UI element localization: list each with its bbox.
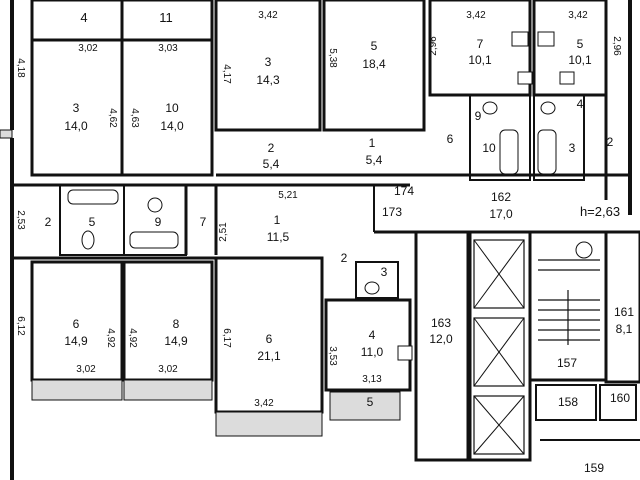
room-area: 17,0 <box>489 207 513 221</box>
room-area: 14,0 <box>64 119 88 133</box>
room-number: 1 <box>274 213 281 227</box>
dimension-label: 4,62 <box>107 108 118 128</box>
dimension-label: 3,42 <box>568 10 588 21</box>
staircase <box>538 259 600 345</box>
dimension-label: 3,53 <box>327 346 338 366</box>
fixtures <box>67 31 593 361</box>
room-number: 10 <box>165 101 179 115</box>
room-area: 5,4 <box>263 157 280 171</box>
room-area: 14,9 <box>164 334 188 348</box>
room-number: 2 <box>45 215 52 229</box>
ceiling-height-note: h=2,63 <box>580 204 620 219</box>
room-number: 5 <box>577 37 584 51</box>
room-number: 9 <box>475 109 482 123</box>
dimension-label: 6,17 <box>221 328 232 348</box>
room-number: 4 <box>369 328 376 342</box>
dimension-label: 5,38 <box>327 48 338 68</box>
room-number: 174 <box>394 184 414 198</box>
room-number: 161 <box>614 305 634 319</box>
room-number: 6 <box>73 317 80 331</box>
room-number: 5 <box>89 215 96 229</box>
dimension-label: 2,96 <box>611 36 622 56</box>
room-number: 6 <box>266 332 273 346</box>
room-area: 8,1 <box>616 322 633 336</box>
dimension-label: 2,53 <box>15 210 26 230</box>
room-number: 5 <box>371 39 378 53</box>
room-number: 1 <box>369 136 376 150</box>
dimension-label: 2,51 <box>218 222 229 242</box>
room-number: 2 <box>268 141 275 155</box>
room-number: 159 <box>584 461 604 475</box>
dimension-label: 3,03 <box>158 43 178 54</box>
room-area: 11,0 <box>361 345 384 359</box>
room-number: 4 <box>577 97 584 111</box>
room-area: 21,1 <box>257 349 281 363</box>
room-area: 12,0 <box>429 332 453 346</box>
elevator-shafts <box>473 239 525 455</box>
room-area: 10,1 <box>468 53 492 67</box>
room-number: 7 <box>200 215 207 229</box>
room-number: 3 <box>265 55 272 69</box>
room-number: 2 <box>607 135 614 149</box>
room-number: 3 <box>569 141 576 155</box>
dimension-label: 6,12 <box>15 316 26 336</box>
room-number: 160 <box>610 391 630 405</box>
room-area: 14,3 <box>256 73 280 87</box>
room-number: 4 <box>80 10 87 25</box>
dimension-label: 3,02 <box>158 364 178 375</box>
room-number: 8 <box>173 317 180 331</box>
room-area: 14,0 <box>160 119 184 133</box>
dimension-label: 2,96 <box>428 36 439 56</box>
room-number: 3 <box>73 101 80 115</box>
dimension-label: 3,02 <box>78 43 98 54</box>
dimension-label: 3,42 <box>254 398 274 409</box>
room-area: 18,4 <box>362 57 386 71</box>
dimension-label: 4,92 <box>105 328 116 348</box>
room-number: 173 <box>382 205 402 219</box>
room-area: 10,1 <box>568 53 592 67</box>
room-area: 14,9 <box>64 334 88 348</box>
room-area: 11,5 <box>267 230 290 244</box>
dimension-label: 3,13 <box>362 374 382 385</box>
dimension-label: 5,21 <box>278 190 298 201</box>
room-number: 7 <box>477 37 484 51</box>
dimension-label: 3,02 <box>76 364 96 375</box>
room-number: 162 <box>491 190 511 204</box>
room-number: 158 <box>558 395 578 409</box>
dimension-label: 4,17 <box>221 64 232 84</box>
room-number: 6 <box>447 132 454 146</box>
room-number: 157 <box>557 356 577 370</box>
dimension-label: 4,18 <box>15 58 26 78</box>
room-number: 10 <box>482 141 496 155</box>
dimension-label: 3,42 <box>258 10 278 21</box>
room-number: 11 <box>159 10 173 25</box>
dimension-labels: 3,02 3,03 3,42 3,42 3,42 4,18 4,62 4,63 … <box>15 10 622 409</box>
room-area: 5,4 <box>366 153 383 167</box>
room-labels: 4 11 3 14,0 10 14,0 3 14,3 5 18,4 7 10,1… <box>45 10 635 475</box>
dimension-label: 3,42 <box>466 10 486 21</box>
room-number: 9 <box>155 215 162 229</box>
dimension-label: 4,92 <box>127 328 138 348</box>
room-number: 2 <box>341 251 348 265</box>
dimension-label: 4,63 <box>129 108 140 128</box>
room-number: 5 <box>367 395 374 409</box>
room-number: 163 <box>431 316 451 330</box>
room-number: 3 <box>381 265 388 279</box>
